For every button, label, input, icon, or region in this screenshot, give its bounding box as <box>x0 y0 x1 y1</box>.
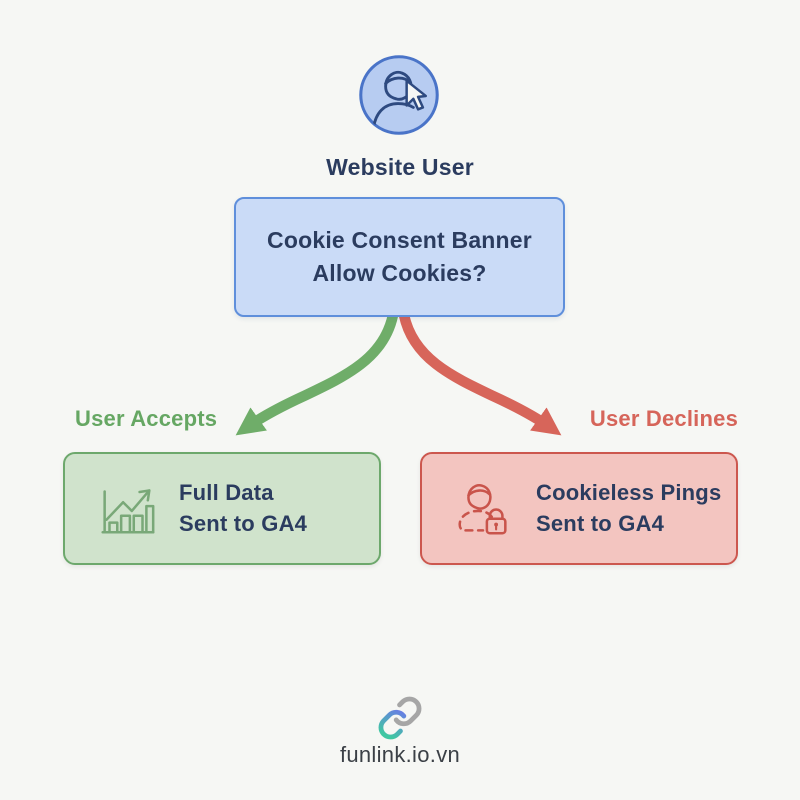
link-chain-icon <box>378 696 422 740</box>
user-cursor-avatar-icon <box>359 55 439 135</box>
decline-box-line-1: Cookieless Pings <box>536 480 722 505</box>
cookieless-pings-outcome-box: Cookieless Pings Sent to GA4 <box>420 452 738 565</box>
cookie-consent-decision-box: Cookie Consent Banner Allow Cookies? <box>234 197 565 317</box>
user-accepts-label: User Accepts <box>75 406 218 431</box>
decision-line-2: Allow Cookies? <box>312 260 487 286</box>
decision-line-1: Cookie Consent Banner <box>267 227 532 253</box>
user-declines-label: User Declines <box>589 406 738 431</box>
bar-chart-growth-icon <box>101 488 155 534</box>
brand-text: funlink.io.vn <box>339 742 461 767</box>
website-user-label: Website User <box>326 154 474 180</box>
website-user-avatar <box>356 52 442 138</box>
decline-arrow <box>398 313 562 436</box>
accept-box-line-1: Full Data <box>179 480 274 505</box>
anonymous-user-lock-icon <box>458 483 507 535</box>
accept-arrow <box>235 313 399 436</box>
full-data-outcome-box: Full Data Sent to GA4 <box>63 452 381 565</box>
accept-box-line-2: Sent to GA4 <box>179 511 308 536</box>
funlink-logo <box>376 695 424 741</box>
decline-box-line-2: Sent to GA4 <box>536 511 665 536</box>
